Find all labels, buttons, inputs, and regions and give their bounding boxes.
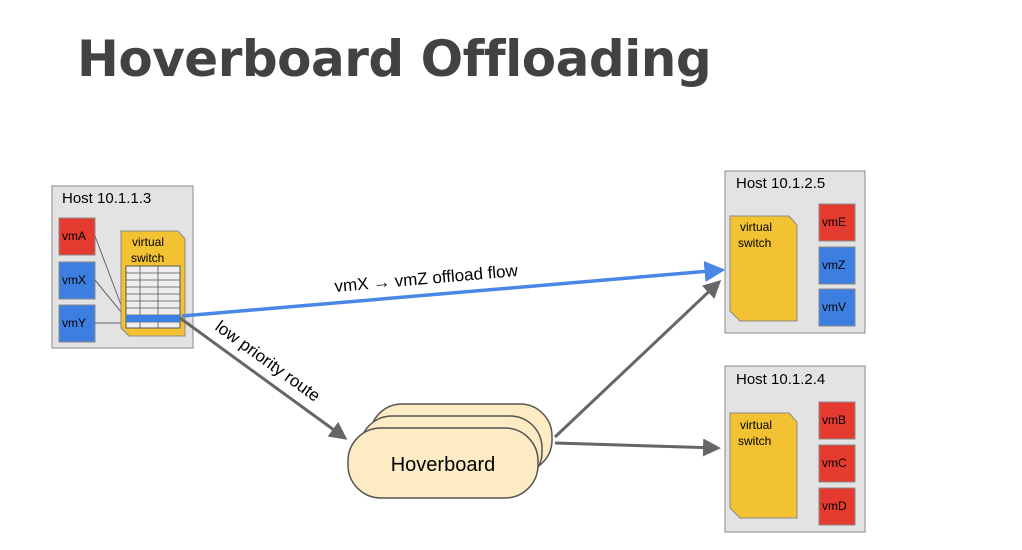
vm-v-box (818, 288, 856, 327)
vm-z-box (818, 246, 856, 285)
vm-c-box (818, 444, 856, 483)
offload-flow-arrow (181, 261, 726, 318)
switch-source-label-1: virtual (132, 235, 164, 249)
vm-e-box (818, 203, 856, 242)
host-dest-b: Host 10.1.2.4 virtual switch vmB vmC vmD (724, 365, 866, 533)
host-dest-a: Host 10.1.2.5 virtual switch vmE vmZ vmV (724, 170, 866, 334)
host-dest-b-label: Host 10.1.2.4 (736, 371, 825, 388)
hoverboard-to-host-b-arrow (554, 438, 721, 457)
vm-x-box (58, 261, 96, 300)
vm-a-label: vmA (62, 229, 86, 243)
vm-c-label: vmC (822, 456, 847, 470)
page-title: Hoverboard Offloading (77, 30, 712, 88)
hoverboard-label: Hoverboard (391, 454, 496, 476)
switch-source-label-2: switch (131, 251, 164, 265)
host-dest-a-label: Host 10.1.2.5 (736, 175, 825, 192)
vm-x-label: vmX (62, 273, 86, 287)
flow-table-highlight-row (126, 315, 180, 322)
vm-z-label: vmZ (822, 258, 845, 272)
low-priority-route-label: low priority route (212, 317, 324, 406)
vm-v-label: vmV (822, 300, 846, 314)
vm-b-label: vmB (822, 413, 846, 427)
vm-d-box (818, 487, 856, 526)
flow-table (125, 265, 181, 329)
vm-a-box (58, 217, 96, 256)
vm-d-label: vmD (822, 499, 847, 513)
switch-dest-a-label-2: switch (738, 236, 771, 250)
vm-y-box (58, 304, 96, 343)
hoverboard-to-host-a-arrow (553, 279, 722, 439)
low-priority-route-arrow (179, 316, 348, 440)
hoverboard-cluster: Hoverboard (347, 403, 553, 499)
vm-b-box (818, 401, 856, 440)
switch-dest-a-label-1: virtual (740, 220, 772, 234)
host-source: Host 10.1.1.3 vmA vmX vmY virtual switch (51, 185, 194, 349)
virtual-switch-dest-a (729, 215, 798, 322)
vm-e-label: vmE (822, 215, 846, 229)
switch-dest-b-label-2: switch (738, 434, 771, 448)
host-source-label: Host 10.1.1.3 (62, 190, 151, 207)
switch-dest-b-label-1: virtual (740, 418, 772, 432)
virtual-switch-dest-b (729, 412, 798, 519)
vm-y-label: vmY (62, 316, 86, 330)
